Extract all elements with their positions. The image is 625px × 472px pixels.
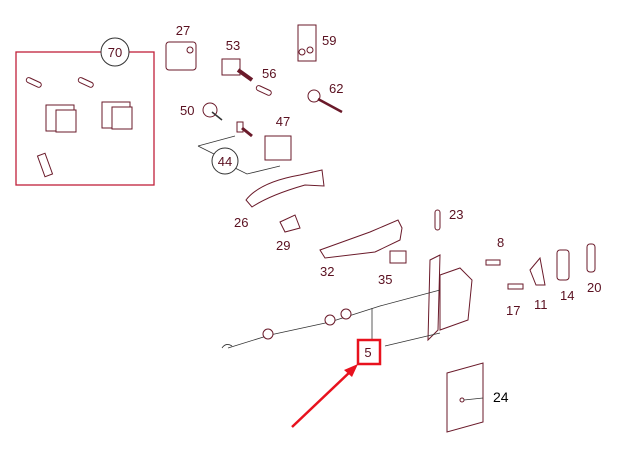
leader-44 bbox=[197, 135, 281, 175]
svg-text:53: 53 bbox=[226, 38, 240, 53]
svg-text:44: 44 bbox=[218, 154, 232, 169]
svg-text:70: 70 bbox=[108, 45, 122, 60]
kit-parts bbox=[25, 77, 133, 178]
svg-text:62: 62 bbox=[329, 81, 343, 96]
part-35[interactable]: 35 bbox=[378, 250, 407, 287]
part-11[interactable]: 11 bbox=[529, 256, 548, 312]
highlight-arrow bbox=[291, 364, 358, 428]
svg-text:14: 14 bbox=[560, 288, 574, 303]
part-24[interactable]: 24 bbox=[446, 362, 509, 433]
part-8[interactable]: 8 bbox=[485, 235, 504, 266]
svg-text:35: 35 bbox=[378, 272, 392, 287]
callout-5-highlighted[interactable]: 5 bbox=[356, 338, 382, 366]
part-29[interactable]: 29 bbox=[276, 214, 301, 253]
svg-text:26: 26 bbox=[234, 215, 248, 230]
svg-text:5: 5 bbox=[364, 345, 371, 360]
part-26[interactable]: 26 bbox=[234, 169, 325, 230]
svg-text:27: 27 bbox=[176, 23, 190, 38]
svg-text:11: 11 bbox=[534, 297, 548, 312]
part-53[interactable]: 53 bbox=[221, 38, 254, 82]
svg-text:20: 20 bbox=[587, 280, 601, 295]
part-27[interactable]: 27 bbox=[165, 23, 197, 71]
svg-text:47: 47 bbox=[276, 114, 290, 129]
svg-text:29: 29 bbox=[276, 238, 290, 253]
part-32[interactable]: 32 bbox=[319, 219, 403, 279]
svg-text:17: 17 bbox=[506, 303, 520, 318]
svg-text:56: 56 bbox=[262, 66, 276, 81]
kit-frame bbox=[15, 51, 155, 186]
svg-text:24: 24 bbox=[493, 389, 509, 405]
svg-text:50: 50 bbox=[180, 103, 194, 118]
part-62[interactable]: 62 bbox=[307, 81, 343, 114]
callout-70[interactable]: 70 bbox=[100, 37, 130, 67]
door-lock-assembly[interactable] bbox=[221, 254, 473, 349]
part-47[interactable]: 47 bbox=[236, 114, 292, 161]
part-23[interactable]: 23 bbox=[434, 207, 463, 231]
part-14[interactable]: 14 bbox=[556, 249, 574, 303]
part-56[interactable]: 56 bbox=[255, 66, 276, 96]
callout-44[interactable]: 44 bbox=[211, 147, 239, 175]
part-59[interactable]: 59 bbox=[297, 24, 336, 62]
svg-text:59: 59 bbox=[322, 33, 336, 48]
svg-text:32: 32 bbox=[320, 264, 334, 279]
svg-text:23: 23 bbox=[449, 207, 463, 222]
part-50[interactable]: 50 bbox=[180, 102, 223, 121]
part-20[interactable]: 20 bbox=[586, 243, 601, 295]
svg-text:8: 8 bbox=[497, 235, 504, 250]
part-17[interactable]: 17 bbox=[506, 283, 524, 318]
